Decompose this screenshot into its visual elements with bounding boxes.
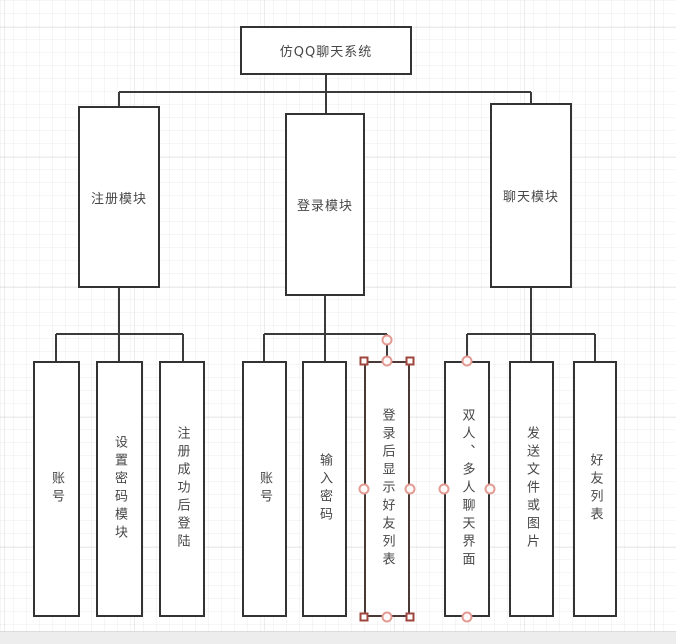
- node-chat-module[interactable]: 聊天模块: [490, 103, 572, 288]
- connection-point-right[interactable]: [404, 483, 416, 495]
- connection-point-chat-interface-top[interactable]: [461, 355, 473, 367]
- node-register-module[interactable]: 注册模块: [78, 106, 160, 288]
- node-root-label: 仿QQ聊天系统: [279, 45, 373, 60]
- connection-point-chat-interface-bottom[interactable]: [461, 611, 473, 623]
- node-register-module-label: 注册模块: [90, 191, 147, 207]
- node-show-friend-list-label: 登录后显示好友列表: [379, 408, 395, 570]
- node-friend-list-label: 好友列表: [587, 453, 603, 525]
- node-set-password[interactable]: 设置密码模块: [96, 361, 143, 617]
- node-chat-interface-label: 双人、多人聊天界面: [459, 408, 475, 570]
- connection-point-top[interactable]: [381, 355, 393, 367]
- node-send-files[interactable]: 发送文件或图片: [509, 361, 554, 617]
- connection-point-chat-interface-right[interactable]: [484, 483, 496, 495]
- resize-handle-bottom-left[interactable]: [359, 612, 369, 622]
- connection-point-bottom[interactable]: [381, 611, 393, 623]
- node-login-module-label: 登录模块: [296, 199, 353, 214]
- connection-point-left[interactable]: [358, 483, 370, 495]
- node-login-module[interactable]: 登录模块: [285, 113, 365, 296]
- page-edge-area: [0, 631, 676, 644]
- node-enter-password-label: 输入密码: [317, 453, 332, 525]
- node-login-after-register[interactable]: 注册成功后登陆: [159, 361, 205, 617]
- node-chat-module-label: 聊天模块: [502, 190, 559, 205]
- edge-endpoint-handle[interactable]: [381, 334, 393, 346]
- node-friend-list[interactable]: 好友列表: [573, 361, 617, 617]
- resize-handle-bottom-right[interactable]: [405, 612, 415, 622]
- node-register-account-label: 账号: [49, 471, 64, 507]
- node-login-account-label: 账号: [257, 471, 272, 507]
- node-root[interactable]: 仿QQ聊天系统: [240, 26, 412, 75]
- node-register-account[interactable]: 账号: [33, 361, 80, 617]
- connection-point-chat-interface-left[interactable]: [438, 483, 450, 495]
- node-send-files-label: 发送文件或图片: [524, 426, 539, 552]
- node-show-friend-list[interactable]: 登录后显示好友列表: [364, 361, 410, 617]
- node-login-account[interactable]: 账号: [242, 361, 287, 617]
- resize-handle-top-right[interactable]: [405, 356, 415, 366]
- resize-handle-top-left[interactable]: [359, 356, 369, 366]
- node-enter-password[interactable]: 输入密码: [302, 361, 347, 617]
- node-chat-interface[interactable]: 双人、多人聊天界面: [444, 361, 490, 617]
- node-login-after-register-label: 注册成功后登陆: [174, 426, 190, 552]
- node-set-password-label: 设置密码模块: [112, 435, 127, 543]
